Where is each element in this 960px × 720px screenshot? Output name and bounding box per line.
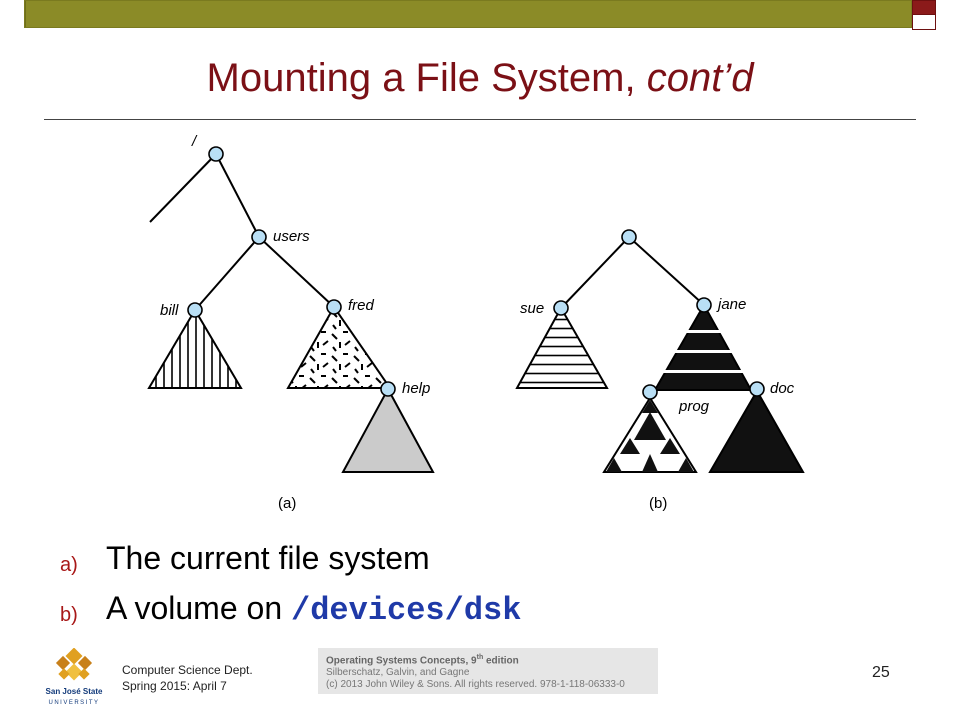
bullet-text: A volume on /devices/dsk (106, 590, 521, 629)
logo-text-2: UNIVERSITY (48, 700, 99, 706)
node-sue (553, 300, 569, 316)
footer-course-info: Computer Science Dept. Spring 2015: Apri… (122, 662, 253, 694)
label-fred: fred (348, 297, 375, 314)
node-fred (326, 299, 342, 315)
node-prog (642, 384, 658, 400)
caption-a: (a) (278, 495, 296, 512)
label-prog: prog (678, 398, 710, 415)
doc-subtree (708, 388, 805, 473)
top-bar (24, 0, 912, 28)
corner-decoration (912, 0, 936, 30)
label-sue: sue (520, 300, 544, 317)
bullet-marker: b) (60, 604, 78, 626)
node-users (251, 229, 267, 245)
fred-subtree (286, 305, 392, 389)
footer-dept: Computer Science Dept. (122, 663, 253, 677)
device-path: /devices/dsk (291, 592, 522, 629)
logo-text-1: San José State (46, 687, 103, 696)
node-root (208, 146, 224, 162)
slide-title: Mounting a File System, cont’d (0, 56, 960, 101)
tree-a: / users bill fred help (a) (147, 133, 435, 512)
node-jane (696, 297, 712, 313)
help-subtree (341, 386, 435, 473)
caption-b: (b) (649, 495, 667, 512)
footer-term: Spring 2015: April 7 (122, 679, 227, 693)
bill-subtree (147, 308, 243, 389)
label-jane: jane (716, 296, 746, 313)
title-divider (44, 119, 916, 120)
page-number: 25 (872, 664, 890, 681)
university-logo: San José State UNIVERSITY (46, 648, 103, 706)
book-authors: Silberschatz, Galvin, and Gagne (326, 667, 470, 679)
node-help (380, 381, 396, 397)
jane-subtree (653, 302, 753, 391)
prog-subtree-pattern (606, 400, 694, 472)
node-doc (749, 381, 765, 397)
bullet-text: The current file system (106, 540, 430, 576)
label-bill: bill (160, 302, 179, 319)
label-users: users (273, 228, 310, 245)
tree-b: sue jane prog doc (b) (515, 229, 805, 512)
sue-subtree (515, 305, 609, 389)
book-copyright: (c) 2013 John Wiley & Sons. All rights r… (326, 679, 625, 691)
footer-book-credit: Operating Systems Concepts, 9th edition … (318, 648, 658, 694)
node-bill (187, 302, 203, 318)
mount-diagram: / users bill fred help (a) (147, 133, 805, 512)
title-main: Mounting a File System, (206, 56, 647, 100)
book-title: Operating Systems Concepts, 9th edition (326, 654, 519, 667)
title-italic: cont’d (646, 56, 754, 100)
bullet-text-prefix: A volume on (106, 590, 291, 626)
label-help: help (402, 380, 430, 397)
label-root: / (191, 133, 198, 150)
bullet-marker: a) (60, 554, 78, 576)
label-doc: doc (770, 380, 795, 397)
node-b-root (621, 229, 637, 245)
